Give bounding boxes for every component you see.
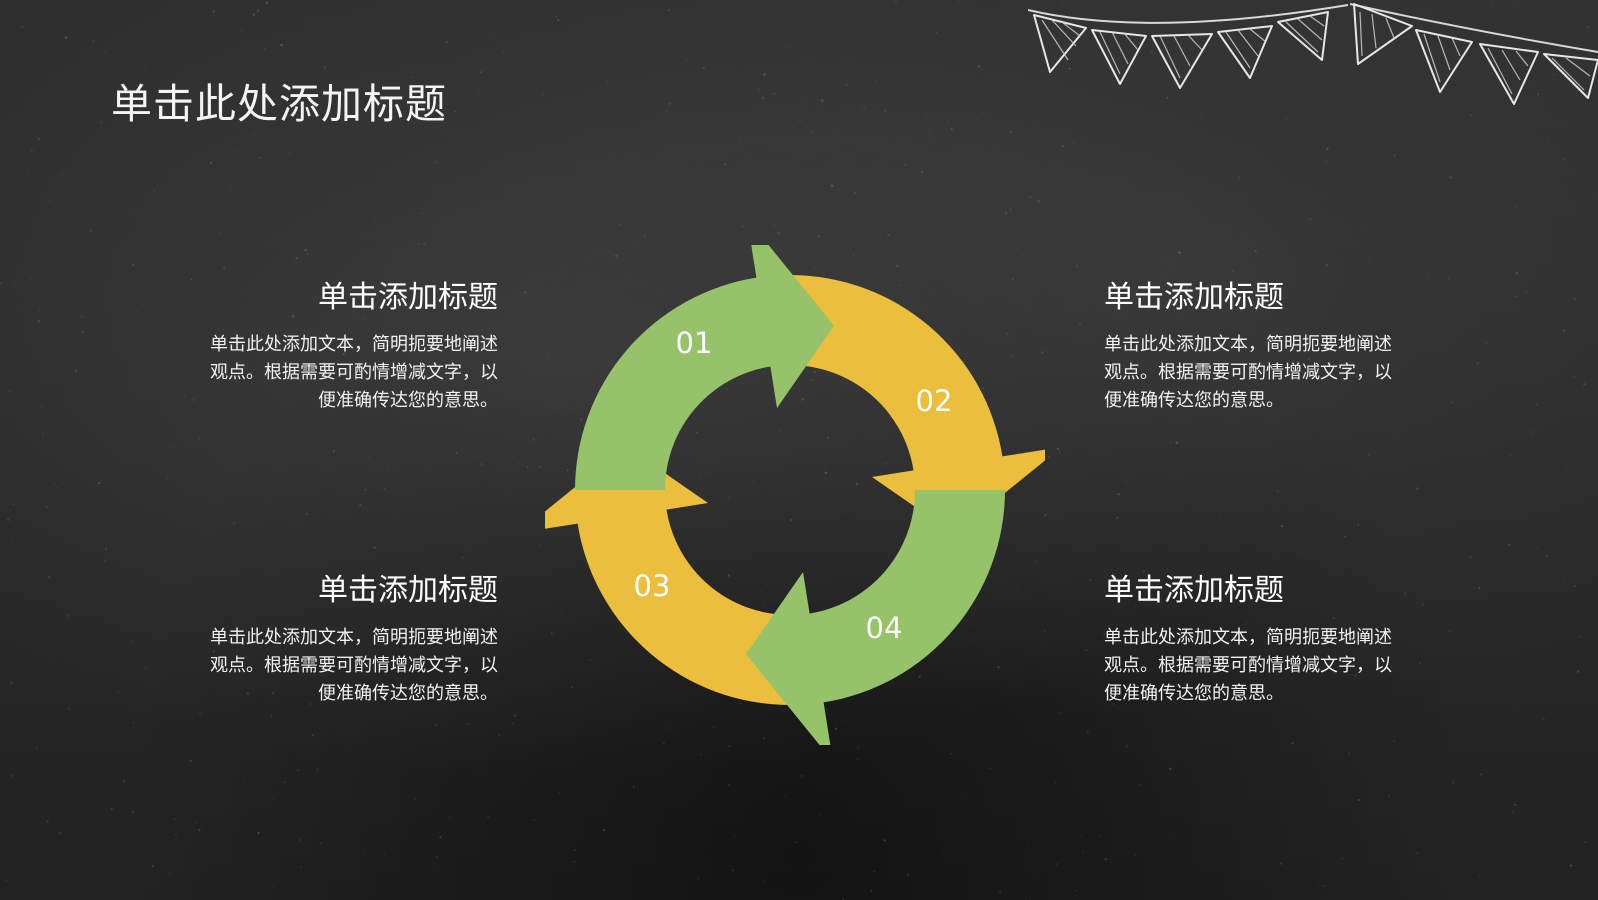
block-title[interactable]: 单击添加标题 — [1104, 280, 1284, 315]
cycle-label-03: 03 — [634, 569, 671, 603]
pennant-bunting-icon — [1028, 3, 1598, 105]
page-title[interactable]: 单击此处添加标题 — [111, 80, 447, 128]
cycle-diagram: 01 02 03 04 — [545, 245, 1045, 745]
cycle-segment-04[interactable] — [746, 490, 1005, 745]
block-text[interactable]: 单击此处添加文本，简明扼要地阐述观点。根据需要可酌情增减文字，以便准确传达您的意… — [210, 334, 498, 411]
text-block-03: 单击添加标题 单击此处添加文本，简明扼要地阐述观点。根据需要可酌情增减文字，以便… — [198, 572, 498, 708]
text-block-04: 单击添加标题 单击此处添加文本，简明扼要地阐述观点。根据需要可酌情增减文字，以便… — [1104, 572, 1404, 708]
block-text[interactable]: 单击此处添加文本，简明扼要地阐述观点。根据需要可酌情增减文字，以便准确传达您的意… — [1104, 334, 1392, 411]
block-title[interactable]: 单击添加标题 — [318, 573, 498, 608]
block-text[interactable]: 单击此处添加文本，简明扼要地阐述观点。根据需要可酌情增减文字，以便准确传达您的意… — [1104, 627, 1392, 704]
cycle-segment-02[interactable] — [790, 275, 1045, 534]
block-title[interactable]: 单击添加标题 — [1104, 573, 1284, 608]
cycle-label-02: 02 — [916, 384, 953, 418]
cycle-label-01: 01 — [676, 326, 713, 360]
cycle-segment-01[interactable] — [575, 245, 834, 490]
text-block-02: 单击添加标题 单击此处添加文本，简明扼要地阐述观点。根据需要可酌情增减文字，以便… — [1104, 279, 1404, 415]
cycle-label-04: 04 — [866, 611, 903, 645]
block-title[interactable]: 单击添加标题 — [318, 280, 498, 315]
block-text[interactable]: 单击此处添加文本，简明扼要地阐述观点。根据需要可酌情增减文字，以便准确传达您的意… — [210, 627, 498, 704]
cycle-segment-03[interactable] — [545, 446, 790, 705]
text-block-01: 单击添加标题 单击此处添加文本，简明扼要地阐述观点。根据需要可酌情增减文字，以便… — [198, 279, 498, 415]
